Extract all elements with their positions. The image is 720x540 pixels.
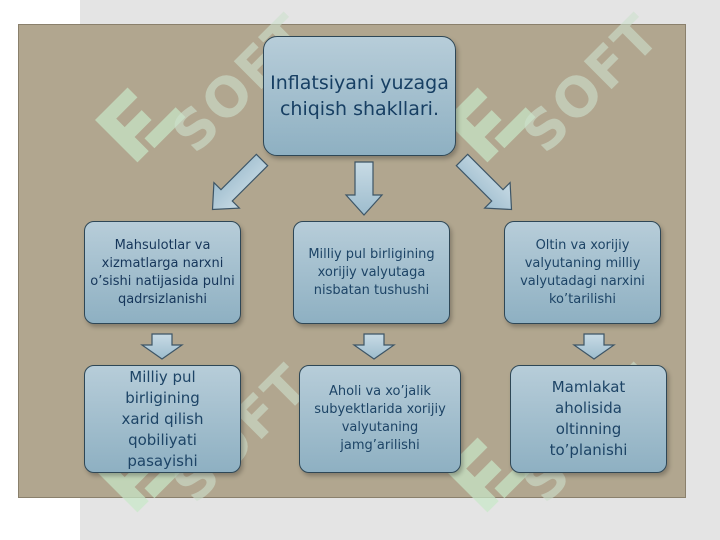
effect-box-2: Aholi va xo’jalik subyektlarida xorijiy … (299, 365, 461, 473)
arrow-down-small-3 (572, 333, 616, 360)
cause-text-3: Oltin va xorijiy valyutaning milliy valy… (520, 237, 645, 307)
cause-text-1: Mahsulotlar va xizmatlarga narxni o’sish… (90, 237, 235, 307)
cause-text-2: Milliy pul birligining xorijiy valyutaga… (308, 246, 435, 298)
diagram-title: Inflatsiyani yuzaga chiqish shakllari. (270, 72, 449, 120)
arrow-down-center (344, 161, 384, 216)
effect-box-1: Milliy pul birligining xarid qilish qobi… (84, 365, 241, 473)
effect-text-2: Aholi va xo’jalik subyektlarida xorijiy … (314, 384, 446, 453)
effect-text-3: Mamlakat aholisida oltinning to’planishi (549, 378, 628, 459)
arrow-down-small-2 (352, 333, 396, 360)
arrow-down-left (211, 153, 269, 211)
cause-box-1: Mahsulotlar va xizmatlarga narxni o’sish… (84, 221, 241, 324)
diagram-title-box: Inflatsiyani yuzaga chiqish shakllari. (263, 36, 456, 156)
effect-text-1: Milliy pul birligining xarid qilish qobi… (121, 367, 204, 470)
arrow-down-small-1 (140, 333, 184, 360)
effect-box-3: Mamlakat aholisida oltinning to’planishi (510, 365, 667, 473)
cause-box-2: Milliy pul birligining xorijiy valyutaga… (293, 221, 450, 324)
arrow-down-right (455, 153, 513, 211)
cause-box-3: Oltin va xorijiy valyutaning milliy valy… (504, 221, 661, 324)
